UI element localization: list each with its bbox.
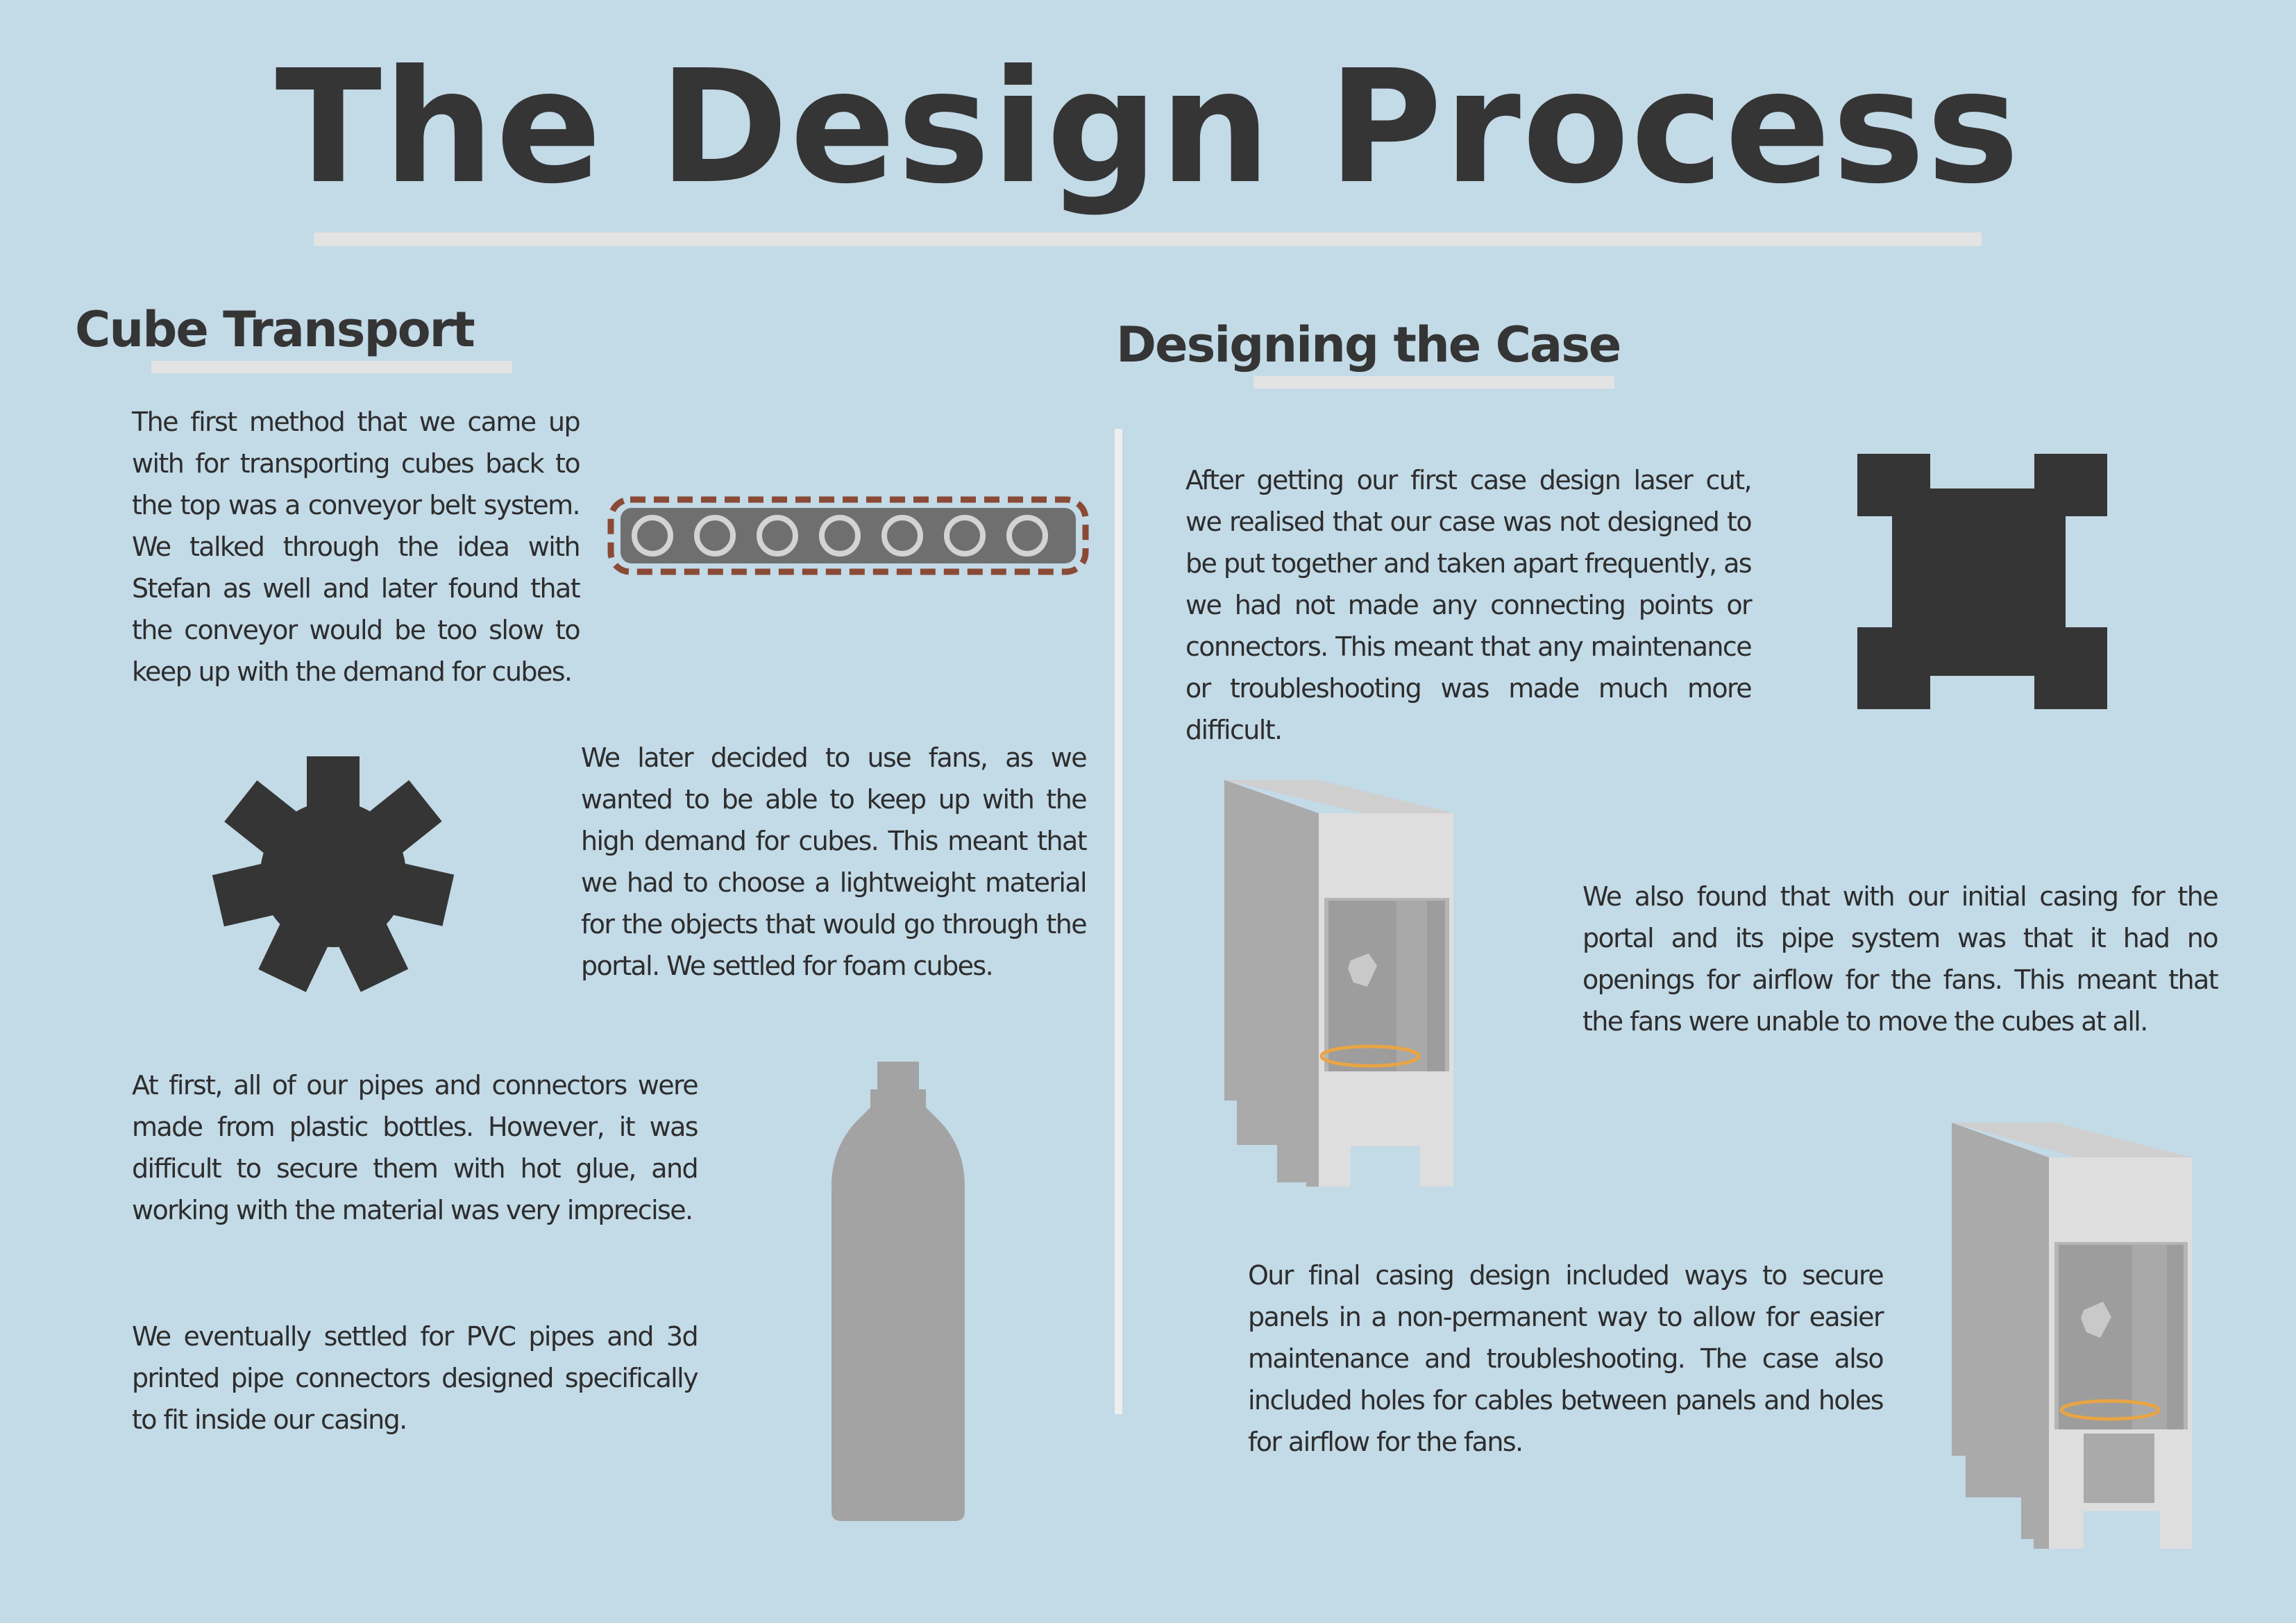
- cube-transport-paragraph-3: At first, all of our pipes and connector…: [132, 1070, 699, 1225]
- cube-transport-underline: [151, 361, 512, 373]
- bottle-icon: [832, 1062, 965, 1521]
- cube-transport-paragraph-2: We later decided to use fans, as we want…: [581, 742, 1088, 981]
- conveyor-belt-icon: [607, 496, 1089, 575]
- designing-case-underline: [1253, 376, 1614, 389]
- cube-transport-paragraph-1: The first method that we came up with fo…: [132, 407, 581, 687]
- connector-cross-icon: [1857, 454, 2107, 709]
- cube-transport-paragraph-4: We eventually settled for PVC pipes and …: [132, 1321, 699, 1435]
- title-underline: [314, 232, 1982, 246]
- final-case-icon: [1952, 1123, 2192, 1549]
- page-title: The Design Process: [275, 37, 2021, 219]
- fan-icon: [212, 756, 455, 992]
- designing-case-paragraph-2: We also found that with our initial casi…: [1582, 881, 2219, 1037]
- initial-case-icon: [1224, 780, 1453, 1187]
- designing-case-paragraph-3: Our final casing design included ways to…: [1248, 1260, 1884, 1457]
- designing-case-heading: Designing the Case: [1116, 316, 1621, 373]
- cube-transport-heading: Cube Transport: [75, 301, 475, 358]
- column-divider: [1115, 429, 1122, 1414]
- designing-case-paragraph-1: After getting our first case design lase…: [1185, 465, 1753, 745]
